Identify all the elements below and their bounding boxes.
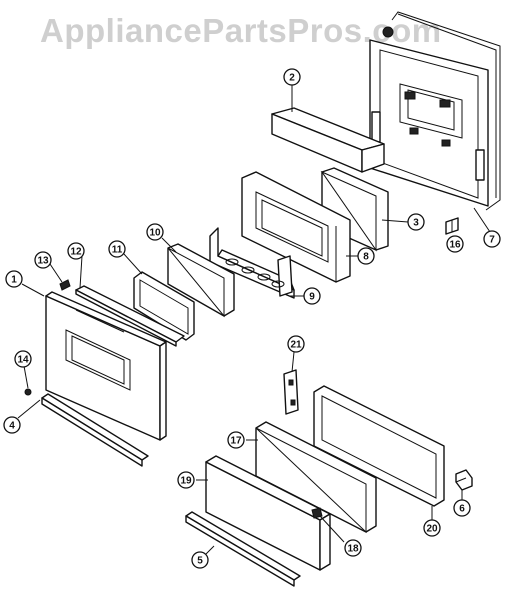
svg-text:10: 10 xyxy=(149,228,161,239)
callout-13: 13 xyxy=(34,251,52,269)
part-8-window-frame xyxy=(241,171,351,283)
callout-2: 2 xyxy=(283,68,301,86)
svg-text:17: 17 xyxy=(230,436,242,447)
part-2-vent-trim xyxy=(271,107,385,173)
callout-5: 5 xyxy=(191,551,209,569)
svg-text:11: 11 xyxy=(112,245,123,256)
svg-text:3: 3 xyxy=(413,218,419,229)
part-11-glass-gasket xyxy=(133,271,195,341)
svg-text:5: 5 xyxy=(197,556,203,567)
callout-20: 20 xyxy=(423,519,441,537)
svg-text:2: 2 xyxy=(289,73,295,84)
callout-19: 19 xyxy=(177,471,195,489)
callout-21: 21 xyxy=(287,335,305,353)
callout-18: 18 xyxy=(344,539,362,557)
svg-text:13: 13 xyxy=(37,256,49,267)
part-6-cap xyxy=(455,469,473,491)
svg-text:19: 19 xyxy=(180,476,192,487)
svg-text:14: 14 xyxy=(17,355,29,366)
callout-4: 4 xyxy=(3,416,21,434)
callout-14: 14 xyxy=(14,350,32,368)
part-1-outer-door xyxy=(45,291,167,441)
part-14-screw xyxy=(24,388,32,396)
callout-12: 12 xyxy=(67,242,85,260)
part-9-glass-pack xyxy=(209,227,295,299)
part-18-screw xyxy=(311,507,323,519)
callout-9: 9 xyxy=(303,287,321,305)
callout-16: 16 xyxy=(446,235,464,253)
part-19-drawer-front xyxy=(205,455,331,571)
svg-text:9: 9 xyxy=(309,292,315,303)
part-10-inner-glass xyxy=(167,243,235,318)
svg-text:20: 20 xyxy=(426,524,438,535)
callout-10: 10 xyxy=(146,223,164,241)
part-5-drawer-trim xyxy=(185,511,301,587)
callout-7: 7 xyxy=(483,230,501,248)
svg-text:8: 8 xyxy=(363,252,369,263)
part-13-screw xyxy=(59,279,71,291)
callout-3: 3 xyxy=(407,213,425,231)
svg-text:16: 16 xyxy=(449,240,461,251)
part-21-bracket xyxy=(283,369,299,415)
svg-text:6: 6 xyxy=(459,504,465,515)
callout-6: 6 xyxy=(453,499,471,517)
svg-text:4: 4 xyxy=(9,421,15,432)
part-12-vent-strip xyxy=(75,285,185,347)
part-7-door-liner xyxy=(369,11,501,211)
callout-1: 1 xyxy=(5,270,23,288)
svg-text:1: 1 xyxy=(11,275,17,286)
svg-text:18: 18 xyxy=(347,544,359,555)
part-4-bottom-trim xyxy=(41,393,149,467)
callout-17: 17 xyxy=(227,431,245,449)
svg-text:12: 12 xyxy=(70,247,82,258)
callout-11: 11 xyxy=(108,240,126,258)
part-16-clip xyxy=(445,217,459,235)
callout-8: 8 xyxy=(357,247,375,265)
svg-text:21: 21 xyxy=(290,340,302,351)
leader-lines xyxy=(17,84,491,555)
svg-text:7: 7 xyxy=(489,235,495,246)
